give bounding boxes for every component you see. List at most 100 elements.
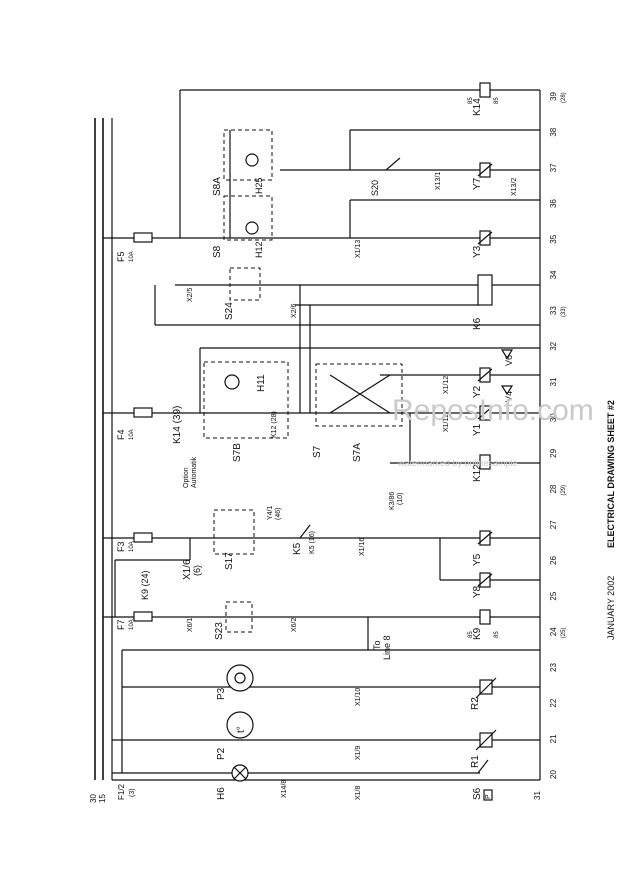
relay-k12: K12 bbox=[472, 454, 491, 482]
svg-text:P: P bbox=[485, 794, 492, 799]
relay-k6-label: K6 bbox=[472, 317, 483, 330]
svg-text:(3): (3) bbox=[129, 788, 136, 797]
relay-k6: K6 bbox=[472, 274, 493, 330]
switch-s8a: S8A H25 bbox=[212, 129, 273, 196]
svg-text:K3/86: K3/86 bbox=[389, 492, 396, 510]
valve-y2-label: Y2 bbox=[472, 385, 483, 398]
sheet-title: ELECTRICAL DRAWING SHEET #2 bbox=[606, 400, 616, 548]
diode-v6: V6 bbox=[500, 349, 514, 366]
switch-s8: S8 H12 bbox=[212, 195, 273, 258]
connector-x1-6-ref: (6) bbox=[192, 565, 202, 576]
connector-x1-11: X1/11 bbox=[443, 414, 450, 432]
switch-s17-label: S17 bbox=[224, 552, 235, 570]
gauge-p2: t° P2 bbox=[216, 711, 254, 760]
line-number: 33 bbox=[549, 306, 558, 315]
diode-v6-label: V6 bbox=[504, 355, 514, 366]
sender-r2: R2 bbox=[470, 677, 497, 710]
svg-text:30: 30 bbox=[89, 794, 98, 803]
lamp-h6-label: H6 bbox=[216, 787, 227, 800]
svg-text:Y4/1: Y4/1 bbox=[267, 505, 274, 520]
fuse-f5-rating: 10A bbox=[129, 251, 135, 262]
gauge-p3-label: P3 bbox=[216, 687, 227, 700]
watermark-text: ReposInfo.com bbox=[392, 394, 594, 427]
connector-x6-2: X6/2 bbox=[291, 617, 298, 632]
fuse-f4-label: F4 bbox=[116, 429, 126, 440]
bus-label-f1-2-ref: (3) bbox=[129, 788, 136, 797]
gauge-p3: P3 bbox=[216, 664, 254, 700]
svg-text:Option: Option bbox=[183, 467, 190, 488]
connector-x1-10: X1/10 bbox=[355, 688, 362, 706]
connector-x2-5: X2/5 bbox=[187, 287, 194, 302]
to-line-8-note: To Line 8 bbox=[367, 617, 392, 660]
line-number: 24 bbox=[549, 627, 558, 636]
valve-y8: Y8 bbox=[472, 572, 493, 598]
switch-s20: S20 bbox=[370, 157, 401, 196]
valve-y5-label: Y5 bbox=[472, 553, 483, 566]
svg-text:Line 8: Line 8 bbox=[382, 635, 392, 660]
gauge-p2-label: P2 bbox=[216, 747, 227, 760]
switch-s7-label: S7 bbox=[312, 445, 323, 458]
switch-s23: S23 bbox=[214, 601, 253, 640]
valve-y1: Y1 bbox=[472, 405, 493, 436]
switch-s8a-label: S8A bbox=[212, 177, 223, 196]
lamp-h25-label: H25 bbox=[254, 177, 264, 194]
circuit-wires bbox=[103, 89, 540, 774]
line-number-ref: (29) bbox=[561, 485, 567, 496]
watermark: ReposInfo.com watermarked by onlinesampl… bbox=[392, 394, 594, 468]
k9-reference: K9 (24) bbox=[140, 570, 150, 600]
line-number: 34 bbox=[549, 270, 558, 279]
switch-s24: S24 bbox=[224, 267, 261, 320]
line-number-ref: (33) bbox=[561, 306, 567, 317]
line-number-ref: (25) bbox=[561, 628, 567, 639]
line-number: 22 bbox=[549, 698, 558, 707]
line-number: 36 bbox=[549, 199, 558, 208]
svg-text:K12 (28): K12 (28) bbox=[271, 411, 278, 438]
valve-y3: Y3 bbox=[472, 230, 493, 258]
switch-s7a-label: S7A bbox=[352, 443, 363, 462]
svg-text:85: 85 bbox=[468, 97, 474, 104]
sender-r1-label: R1 bbox=[470, 755, 481, 768]
svg-text:K5 (16): K5 (16) bbox=[309, 531, 316, 554]
connector-x2-6: X2/6 bbox=[291, 303, 298, 318]
relay-contact-k5: K5 bbox=[292, 524, 311, 555]
valve-y7-label: Y7 bbox=[472, 177, 483, 190]
valve-y8-label: Y8 bbox=[472, 585, 483, 598]
relay-k12-label: K12 bbox=[472, 464, 483, 482]
valve-y3-label: Y3 bbox=[472, 245, 483, 258]
svg-text:Automatik: Automatik bbox=[191, 456, 198, 488]
svg-text:85: 85 bbox=[468, 631, 474, 638]
connector-x14-8: X14/8 bbox=[281, 780, 288, 798]
valve-y5: Y5 bbox=[472, 530, 493, 566]
connector-x6-1: X6/1 bbox=[187, 617, 194, 632]
option-automatic-note: Option Automatik bbox=[183, 456, 198, 488]
sheet-title-block: JANUARY 2002 ELECTRICAL DRAWING SHEET #2 bbox=[606, 400, 616, 640]
line-number: 30 bbox=[549, 413, 558, 422]
line-number: 29 bbox=[549, 448, 558, 457]
sender-r1: R1 bbox=[470, 729, 497, 768]
diode-v4-label: V4 bbox=[504, 391, 514, 402]
k3-reference: K3/86 (10) bbox=[389, 462, 410, 510]
lamp-h11-label: H11 bbox=[256, 374, 267, 392]
watermark-subtext: watermarked by onlinesample bbox=[397, 458, 518, 468]
connector-x1-16: X1/16 bbox=[359, 538, 366, 556]
svg-text:85: 85 bbox=[494, 631, 500, 638]
line-number-ref: (28) bbox=[561, 92, 567, 103]
sender-r2-label: R2 bbox=[470, 697, 481, 710]
line-number: 39 bbox=[549, 92, 558, 101]
k5-reference: K5 (16) bbox=[309, 531, 316, 554]
fuse-f5-label: F5 bbox=[116, 251, 126, 262]
connector-x1-13: X1/13 bbox=[355, 240, 362, 258]
line-number: 38 bbox=[549, 127, 558, 136]
svg-text:t°: t° bbox=[236, 726, 247, 733]
switch-s17: S17 bbox=[213, 509, 255, 570]
fuse-f3-label: F3 bbox=[116, 541, 126, 552]
svg-text:15: 15 bbox=[98, 794, 107, 803]
line-number: 26 bbox=[549, 555, 558, 564]
left-power-buses bbox=[94, 90, 541, 781]
lamp-h12-label: H12 bbox=[254, 241, 264, 258]
line-number: 23 bbox=[549, 662, 558, 671]
svg-text:(10): (10) bbox=[397, 493, 404, 505]
valve-y1-label: Y1 bbox=[472, 423, 483, 436]
